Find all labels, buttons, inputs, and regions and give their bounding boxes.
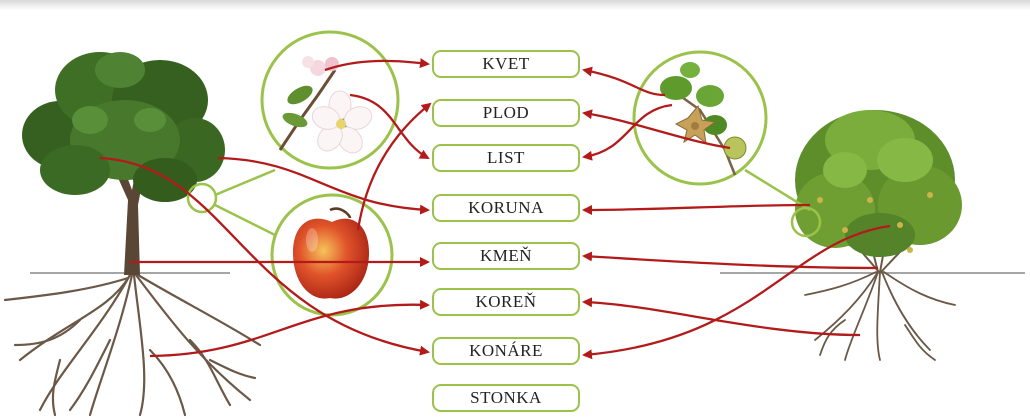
apple-tree-roots — [3, 273, 262, 417]
arrow-tree-crown-to-koruna — [217, 156, 430, 215]
window-top-shadow — [0, 0, 1030, 10]
label-stonka: STONKA — [432, 384, 580, 412]
label-kvet: KVET — [432, 50, 580, 78]
label-list: LIST — [432, 144, 580, 172]
connection-arrows — [99, 58, 891, 360]
gooseberry-bush-roots — [804, 271, 956, 361]
apple-fruit-zoom-circle — [270, 193, 394, 317]
gooseberry-detail-zoom-circle — [632, 50, 768, 186]
arrow-bush-roots-to-koren — [582, 297, 861, 337]
label-plod: PLOD — [432, 99, 580, 127]
arrow-blossom-to-kvet — [324, 58, 430, 72]
arrow-bush-leaf-to-list — [582, 103, 673, 161]
gooseberry-leaves — [660, 62, 727, 135]
arrow-apple-to-plod — [356, 102, 432, 231]
branch-detail-small-circle — [186, 182, 218, 214]
arrow-bush-flower-to-kvet — [582, 66, 666, 97]
label-konare: KONÁRE — [432, 337, 580, 365]
arrow-bush-crown-to-koruna — [582, 203, 811, 215]
arrow-bush-berry-to-plod — [582, 109, 731, 150]
gooseberry-bush — [795, 110, 962, 361]
apple-blossom-zoom-circle — [260, 30, 400, 170]
arrow-bush-branch-to-konare — [582, 224, 891, 360]
apple-blossom-flower — [311, 90, 373, 154]
label-koruna: KORUNA — [432, 194, 580, 222]
arrow-tree-roots-to-koren — [149, 299, 430, 358]
arrow-bush-trunk-to-kmen — [582, 251, 879, 270]
gooseberry-bush-foliage — [795, 110, 962, 257]
arrow-leaf-to-list — [349, 93, 430, 160]
apple-tree — [3, 52, 262, 417]
apple-fruit — [292, 218, 370, 299]
gooseberry-berries — [817, 192, 933, 253]
label-koren: KOREŇ — [432, 288, 580, 316]
blossom-twig — [278, 69, 337, 151]
bush-detail-small-circle — [790, 206, 822, 238]
apple-blossom-buds — [302, 56, 339, 76]
label-kmen: KMEŇ — [432, 242, 580, 270]
apple-tree-crown — [22, 52, 225, 202]
arrow-tree-branch-to-konare — [99, 156, 430, 356]
